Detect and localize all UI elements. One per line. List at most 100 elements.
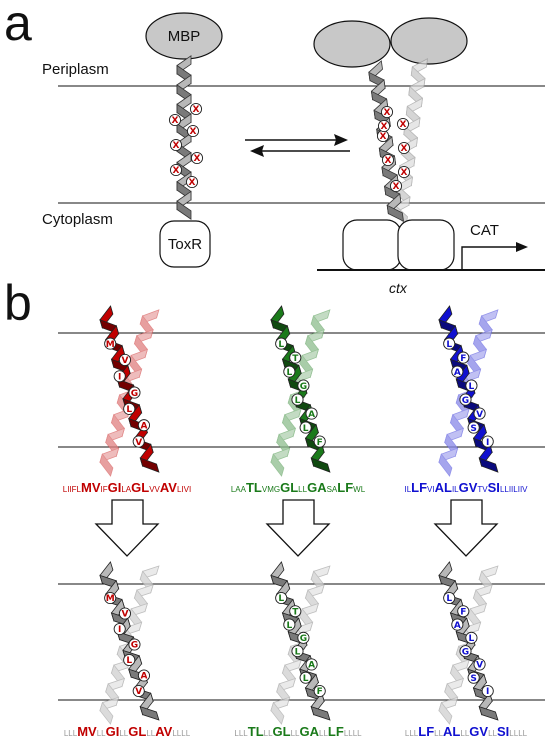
residue-mark-text: L <box>303 424 309 434</box>
mutation-mark-circle <box>397 165 411 179</box>
mutation-mark: X <box>186 124 200 137</box>
sequence-fragment: LL <box>291 729 300 738</box>
residue-mark-text: A <box>454 368 461 378</box>
residue-mark-text: F <box>460 354 466 364</box>
residue-mark-text: T <box>292 607 299 617</box>
helix-ribbon-segment <box>176 200 192 220</box>
residue-mark-text: S <box>470 424 476 434</box>
sequence-fragment: LL <box>97 729 106 738</box>
residue-mark: L <box>283 618 296 631</box>
sequence-fragment: VI <box>427 485 435 494</box>
residue-mark: I <box>481 435 494 448</box>
panel-b: b MVIGLAVLTLGLALFLFALGVSIMVIGLAVLTLGLALF… <box>4 275 545 739</box>
residue-mark-circle <box>118 353 132 366</box>
residue-mark-circle <box>467 421 480 434</box>
residue-mark: L <box>299 671 312 684</box>
residue-mark-circle <box>305 407 318 420</box>
residue-mark-circle <box>123 653 136 667</box>
residue-mark-text: L <box>446 594 452 604</box>
residue-mark-circle <box>467 671 480 684</box>
sequence-fragment: LF <box>411 480 427 495</box>
mutation-mark: X <box>377 119 391 132</box>
residue-mark: T <box>289 605 302 618</box>
residue-mark-circle <box>128 638 141 651</box>
sequence-fragment: TV <box>477 485 488 494</box>
residue-mark-text: V <box>135 687 142 697</box>
sequence-fragment: LLLL <box>172 729 190 738</box>
residue-mark-text: A <box>308 410 315 420</box>
residue-mark-circle <box>451 365 464 378</box>
mbp-ellipse-dimer-left <box>313 20 391 68</box>
residue-mark-circle <box>313 684 326 698</box>
sequence-fragment: GI <box>108 480 122 495</box>
residue-mark: L <box>275 337 288 350</box>
residue-mark: G <box>128 638 141 651</box>
toxr-dimer-box-right <box>397 219 455 271</box>
residue-mark: L <box>275 591 288 604</box>
residue-mark-text: G <box>300 382 307 392</box>
residue-mark-circle <box>118 607 132 620</box>
residue-mark: V <box>118 353 132 366</box>
residue-mark: G <box>128 386 141 399</box>
residue-mark-text: I <box>486 687 489 697</box>
residue-mark-text: G <box>131 641 138 651</box>
residue-mark-circle <box>473 658 486 671</box>
residue-mark-circle <box>283 365 296 378</box>
sequence-fragment: LL <box>298 485 307 494</box>
mutation-mark-text: X <box>190 127 197 137</box>
sequence-fragment: GL <box>128 724 146 739</box>
panel-b-label: b <box>4 275 32 331</box>
helix-ribbon-segment <box>310 457 331 473</box>
sequence-fragment: MV <box>77 724 97 739</box>
residue-mark: F <box>457 605 470 618</box>
sequence-fragment: LLIILIIV <box>500 485 528 494</box>
residue-mark-text: V <box>135 438 142 448</box>
residue-mark-text: F <box>317 438 323 448</box>
residue-mark-text: A <box>454 621 461 631</box>
residue-mark-circle <box>137 419 151 432</box>
residue-mark-text: I <box>118 372 121 382</box>
residue-mark: L <box>291 393 304 406</box>
mutation-mark-text: X <box>193 105 200 115</box>
mbp-label: MBP <box>168 28 201 45</box>
residue-mark-circle <box>481 435 494 448</box>
residue-mark: L <box>123 402 136 415</box>
mutation-mark-circle <box>397 141 411 155</box>
residue-mark-circle <box>457 605 470 618</box>
mutation-mark: X <box>168 113 182 126</box>
residue-mark-text: L <box>446 340 452 350</box>
mutation-mark-text: X <box>194 154 201 164</box>
sequence-fragment: GL <box>273 724 291 739</box>
sequence-fragment: IL <box>452 485 459 494</box>
helix-ribbon-segment <box>139 706 160 721</box>
residue-mark: L <box>465 631 478 644</box>
residue-mark-circle <box>289 605 302 618</box>
mutation-mark: X <box>190 151 204 164</box>
residue-mark-text: A <box>308 661 315 671</box>
residue-mark: L <box>465 379 478 392</box>
residue-mark-circle <box>443 591 456 605</box>
residue-mark-circle <box>459 645 472 658</box>
sequence-fragment: LLL <box>405 729 419 738</box>
residue-mark: L <box>443 337 456 350</box>
mutation-mark-circle <box>189 102 203 116</box>
mutation-mark: X <box>389 179 403 192</box>
helix-ribbon-segment <box>310 706 331 721</box>
mutation-mark-text: X <box>189 178 196 188</box>
sequence-fragment: GV <box>469 724 488 739</box>
down-arrow-red <box>94 499 160 557</box>
residue-mark: G <box>297 379 310 392</box>
residue-mark: G <box>297 631 310 644</box>
residue-mark: L <box>299 421 312 434</box>
residue-mark-text: I <box>118 625 121 635</box>
cytoplasm-label: Cytoplasm <box>42 211 113 228</box>
residue-mark-text: V <box>121 610 128 620</box>
sequence-blue-poly-leu: LLLLFLLALLLGVLLSILLLL <box>405 724 528 739</box>
sequence-fragment: GA <box>300 724 320 739</box>
helix-ribbon-segment <box>386 204 405 222</box>
residue-mark-text: L <box>126 656 132 666</box>
residue-mark-text: G <box>131 389 138 399</box>
cat-label: CAT <box>470 222 499 239</box>
